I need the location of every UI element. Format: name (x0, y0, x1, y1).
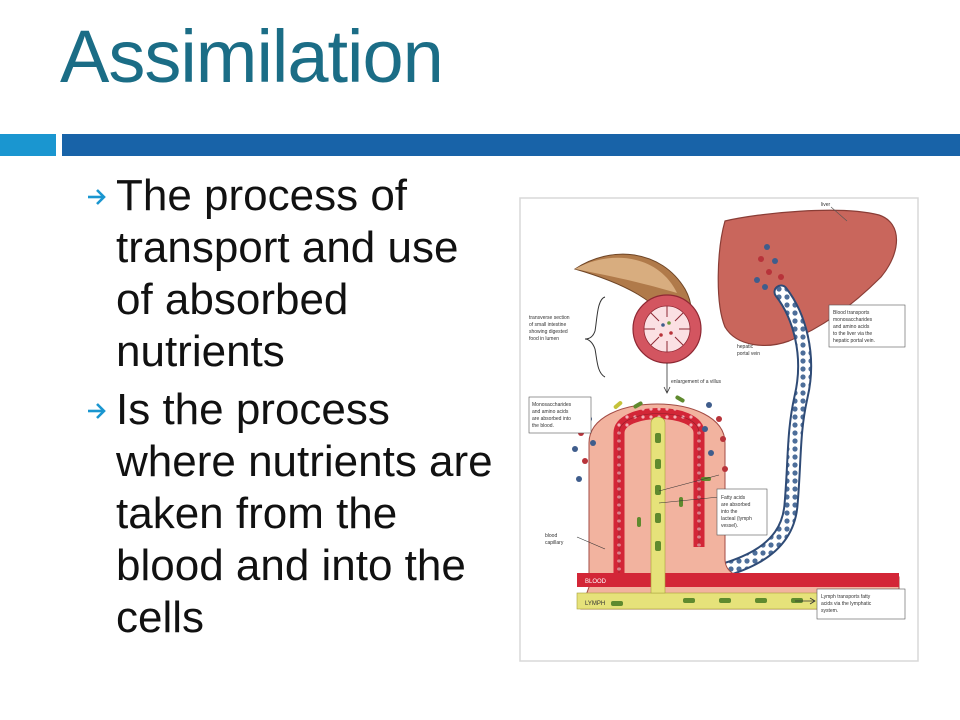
bullet-text: Is the process where nutrients are taken… (116, 385, 493, 642)
label-transverse-2: of small intestine (529, 322, 566, 328)
svg-text:hepatic portal vein.: hepatic portal vein. (833, 338, 875, 344)
svg-text:and amino acids: and amino acids (532, 409, 569, 415)
arrow-right-icon (88, 189, 106, 205)
svg-text:and amino acids: and amino acids (833, 324, 870, 330)
label-lymph: LYMPH (585, 601, 605, 607)
title-rule-accent (0, 134, 56, 156)
arrow-right-icon (88, 403, 106, 419)
svg-text:monosaccharides: monosaccharides (833, 317, 873, 323)
label-transverse-3: showing digested (529, 329, 568, 335)
bullet-item: Is the process where nutrients are taken… (84, 384, 504, 644)
svg-text:system.: system. (821, 608, 838, 614)
label-blood: BLOOD (585, 579, 607, 585)
svg-text:are absorbed: are absorbed (721, 502, 751, 508)
title-rule (62, 134, 960, 156)
assimilation-diagram: liver transverse section of small intest… (519, 197, 919, 662)
bullet-text: The process of transport and use of abso… (116, 171, 459, 376)
callout-lymph-transport: Lymph transports fatty acids via the lym… (816, 588, 906, 620)
label-hepatic-2: portal vein (737, 351, 760, 357)
slide-title: Assimilation (60, 15, 444, 98)
nutrient-dots-lumen (659, 321, 673, 337)
bullet-list: The process of transport and use of abso… (84, 170, 504, 650)
nutrient-dots-liver (754, 244, 784, 290)
fatty-acid-dashes (611, 395, 803, 606)
callout-fatty-acids: Fatty acids are absorbed into the lactea… (716, 488, 768, 536)
callout-blood-transport: Blood transports monosaccharides and ami… (828, 304, 906, 348)
label-liver: liver (821, 202, 831, 208)
svg-text:Blood transports: Blood transports (833, 310, 870, 316)
label-transverse-4: food in lumen (529, 336, 559, 342)
svg-text:Lymph transports fatty: Lymph transports fatty (821, 594, 871, 600)
svg-text:the blood.: the blood. (532, 423, 554, 429)
svg-text:into the: into the (721, 509, 738, 515)
label-hepatic-1: hepatic (737, 344, 754, 350)
svg-text:Fatty acids: Fatty acids (721, 495, 746, 501)
svg-text:vessel).: vessel). (721, 523, 738, 529)
callout-monosaccharides: Monosaccharides and amino acids are abso… (528, 396, 592, 434)
blood-vessel (577, 573, 899, 587)
label-villus: enlargement of a villus (671, 379, 722, 385)
label-capillary-1: blood (545, 533, 557, 539)
svg-text:are absorbed into: are absorbed into (532, 416, 571, 422)
label-capillary-2: capillary (545, 540, 564, 546)
svg-text:lacteal (lymph: lacteal (lymph (721, 516, 752, 522)
lacteal (650, 416, 666, 594)
svg-text:acids via the lymphatic: acids via the lymphatic (821, 601, 872, 607)
label-transverse-1: transverse section (529, 315, 570, 321)
svg-text:to the liver via the: to the liver via the (833, 331, 872, 337)
bullet-item: The process of transport and use of abso… (84, 170, 504, 378)
svg-text:Monosaccharides: Monosaccharides (532, 402, 572, 408)
